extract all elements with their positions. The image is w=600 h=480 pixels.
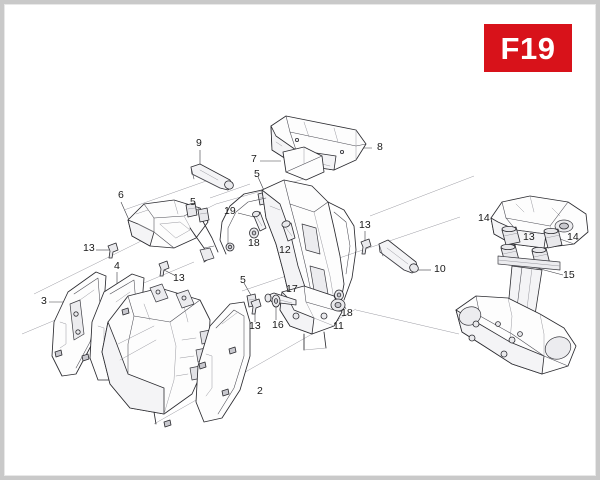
callout-number-5-c: 5 (240, 274, 246, 286)
part-18-washer-b (334, 289, 344, 301)
callout-number-9: 9 (196, 137, 202, 149)
callout-number-10: 10 (434, 263, 446, 275)
callout-number-16: 16 (272, 319, 284, 331)
callout-number-3: 3 (41, 295, 47, 307)
callout-number-13-c: 13 (249, 320, 261, 332)
callout-number-13-b: 13 (173, 272, 185, 284)
part-5-clip-nut-a (185, 202, 198, 218)
callout-number-19: 19 (224, 205, 236, 217)
callout-number-18-a: 18 (248, 237, 260, 249)
figure-code-badge: F19 (484, 24, 572, 72)
exploded-parts-illustration (21, 115, 589, 428)
callout-number-13-a: 13 (83, 242, 95, 254)
callout-number-8: 8 (377, 141, 383, 153)
figure-code-text: F19 (500, 30, 556, 66)
part-12-screw (281, 220, 296, 242)
part-13-screw-a (107, 242, 119, 259)
callout-number-5-a: 5 (190, 196, 196, 208)
part-13-screw-d (360, 238, 372, 255)
part-5-clip-nut-b (197, 207, 210, 223)
part-7-upper-bracket (282, 146, 325, 181)
part-14-rubber-mount-c (543, 227, 563, 249)
part-2-right-side-panel (195, 301, 251, 423)
callout-number-17: 17 (286, 283, 298, 295)
part-18-washer-a (249, 227, 259, 239)
callout-number-4: 4 (114, 260, 120, 272)
callout-number-11: 11 (333, 320, 344, 332)
callout-number-14-a: 14 (478, 212, 490, 224)
callout-number-15: 15 (563, 269, 575, 281)
callout-number-14-b: 14 (567, 231, 579, 243)
part-19-pin (252, 210, 267, 232)
part-6-support-arms (189, 215, 219, 263)
callout-number-12: 12 (279, 244, 291, 256)
callout-number-13-e: 13 (523, 231, 535, 243)
callout-number-2: 2 (257, 385, 263, 397)
part-14-rubber-mount-a (501, 225, 521, 246)
part-3-left-side-panel (51, 271, 107, 377)
part-16-bushing (271, 294, 281, 308)
steering-stem-and-lower-clamp (455, 255, 577, 375)
panel-fastener-marks (54, 307, 237, 428)
part-9-bolt (190, 163, 234, 191)
callout-number-18-b: 18 (341, 307, 353, 319)
callout-number-13-d: 13 (359, 219, 371, 231)
callout-number-5-b: 5 (254, 168, 260, 180)
part-13-screw-b (158, 260, 170, 277)
part-13-screw-c (250, 298, 262, 315)
part-11-grommet (330, 298, 346, 312)
callout-number-6: 6 (118, 189, 124, 201)
part-10-bolt (378, 239, 419, 274)
callout-number-7: 7 (251, 153, 257, 165)
